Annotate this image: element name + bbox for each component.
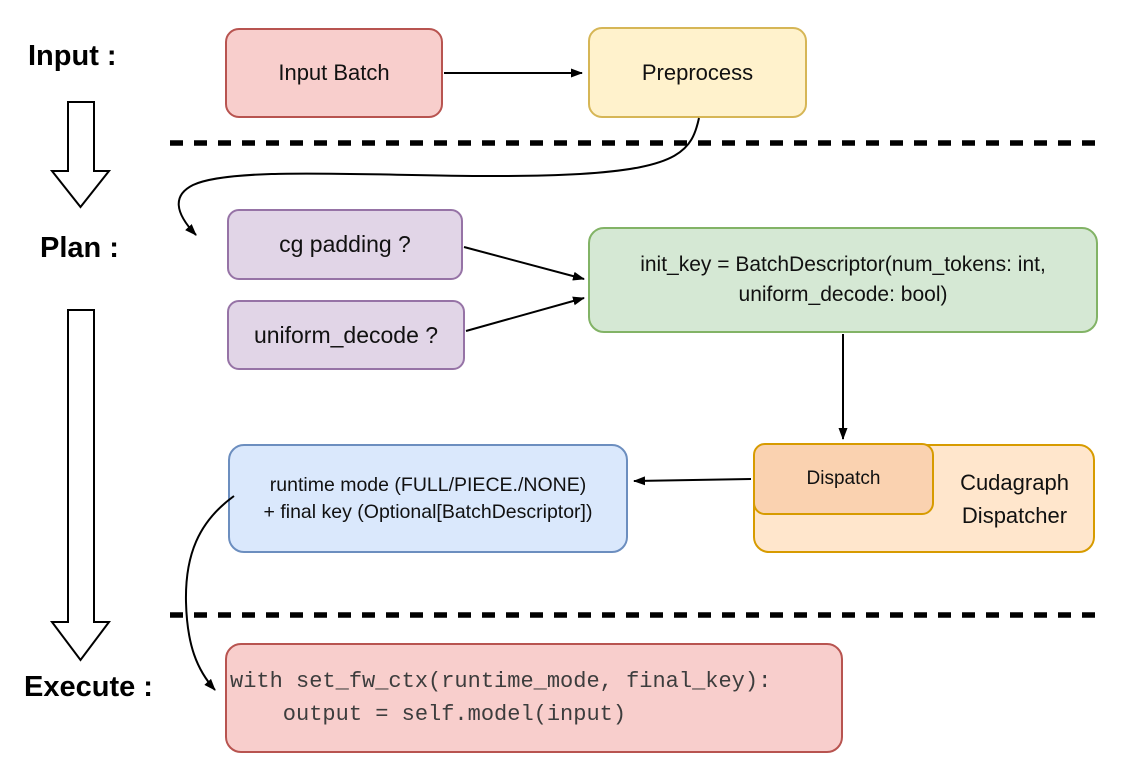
node-dispatch: Dispatch — [753, 443, 934, 515]
cudagraph-dispatcher-line2: Dispatcher — [961, 502, 1068, 528]
stage-label-execute: Execute : — [24, 671, 153, 703]
edge-dispatch-runtimemode — [633, 476, 752, 486]
execute-code-line1: with set_fw_ctx(runtime_mode, final_key)… — [230, 669, 772, 694]
node-preprocess-label: Preprocess — [641, 59, 754, 85]
execute-code-line2: output = self.model(input) — [230, 702, 627, 727]
node-cudagraph-dispatcher-label: Cudagraph Dispatcher — [934, 444, 1095, 553]
node-uniform-decode: uniform_decode ? — [227, 300, 465, 370]
stage-label-plan: Plan : — [40, 232, 119, 264]
node-runtime-mode-line2: + final key (Optional[BatchDescriptor]) — [263, 500, 593, 523]
node-init-key: init_key = BatchDescriptor(num_tokens: i… — [588, 227, 1098, 333]
hollow-arrow-input-to-plan — [49, 101, 112, 209]
node-cg-padding-label: cg padding ? — [279, 231, 411, 257]
node-dispatch-label: Dispatch — [806, 468, 881, 489]
cudagraph-dispatcher-line1: Cudagraph — [960, 469, 1069, 495]
node-init-key-line2: uniform_decode: bool) — [738, 283, 948, 306]
node-runtime-mode: runtime mode (FULL/PIECE./NONE) + final … — [228, 444, 628, 553]
edge-uniformdecode-initkey — [465, 296, 585, 332]
hollow-arrow-plan-to-execute — [50, 309, 111, 662]
node-init-key-line1: init_key = BatchDescriptor(num_tokens: i… — [640, 253, 1046, 276]
node-execute-code: with set_fw_ctx(runtime_mode, final_key)… — [225, 643, 843, 753]
stage-label-input: Input : — [28, 40, 117, 72]
node-input-batch-label: Input Batch — [278, 60, 390, 85]
node-preprocess: Preprocess — [588, 27, 807, 118]
node-cg-padding: cg padding ? — [227, 209, 463, 280]
node-input-batch: Input Batch — [225, 28, 443, 118]
edge-cgpadding-initkey — [463, 246, 585, 281]
node-uniform-decode-label: uniform_decode ? — [253, 321, 439, 348]
node-runtime-mode-line1: runtime mode (FULL/PIECE./NONE) — [269, 473, 587, 496]
